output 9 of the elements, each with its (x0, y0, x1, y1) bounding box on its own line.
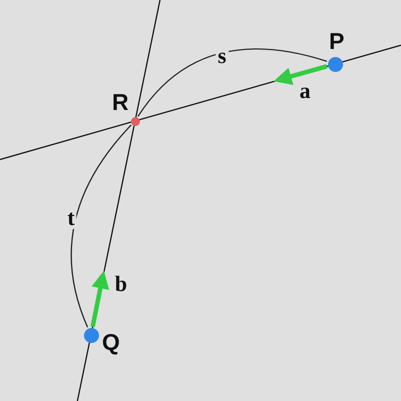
point-label: Q (102, 331, 120, 354)
point-label: R (112, 91, 129, 114)
point-label: P (329, 30, 344, 53)
vector-arrow (274, 64, 328, 86)
edge-label: a (298, 80, 312, 102)
arc-line (137, 48, 328, 117)
edge-label: b (114, 273, 128, 295)
vector-arrow (90, 270, 110, 328)
arc-line (70, 124, 132, 328)
